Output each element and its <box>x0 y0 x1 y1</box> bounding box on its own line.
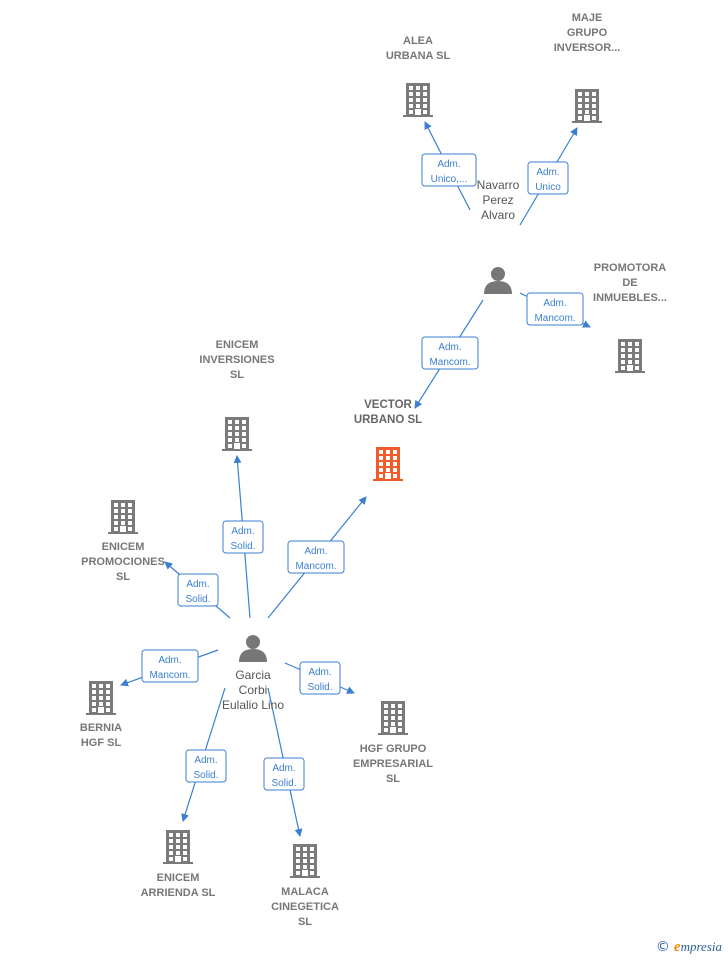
edge-label-line-0: Adm. <box>536 167 559 178</box>
edge-label-line-1: Solid. <box>230 541 255 552</box>
maje-label-line-0: MAJE <box>572 12 603 24</box>
navarro-label-line-0: Navarro <box>477 178 520 192</box>
edge-label-line-0: Adm. <box>304 546 327 557</box>
vector-label-line-1: URBANO SL <box>354 414 422 426</box>
vector-label-line-0: VECTOR <box>364 399 412 411</box>
edge-label-line-0: Adm. <box>438 342 461 353</box>
edge-label-garcia-to-bernia[interactable]: Adm. Mancom. <box>141 649 199 683</box>
enicem_inv-label-line-0: ENICEM <box>216 339 259 351</box>
brand-initial: e <box>673 939 681 955</box>
enicem_arr-label-line-0: ENICEM <box>157 872 200 884</box>
promotora-building-icon[interactable] <box>615 339 645 373</box>
maje-label-line-1: GRUPO <box>567 27 608 39</box>
edge-label-line-1: Unico,... <box>431 174 468 185</box>
edge-label-garcia-to-malaca[interactable]: Adm. Solid. <box>263 757 305 791</box>
malaca-label-line-0: MALACA <box>281 886 329 898</box>
enicem_prom-label-line-0: ENICEM <box>102 541 145 553</box>
navarro-label-line-1: Perez <box>482 193 513 207</box>
navarro-label-line-2: Alvaro <box>481 208 515 222</box>
edge-label-line-1: Solid. <box>307 682 332 693</box>
malaca-building-icon[interactable] <box>290 844 320 878</box>
enicem_prom-building-icon[interactable] <box>108 500 138 534</box>
edge-label-line-0: Adm. <box>186 579 209 590</box>
malaca-label-line-1: CINEGETICA <box>271 901 339 913</box>
edge-label-navarro-to-alea[interactable]: Adm. Unico,... <box>421 153 477 187</box>
edge-label-line-1: Mancom. <box>149 670 190 681</box>
edge-label-line-0: Adm. <box>231 526 254 537</box>
edge-label-line-1: Mancom. <box>534 313 575 324</box>
bernia-label-line-1: HGF SL <box>81 737 122 749</box>
edge-label-garcia-to-enicem_arr[interactable]: Adm. Solid. <box>185 749 227 783</box>
edge-label-line-1: Unico <box>535 182 561 193</box>
alea-building-icon[interactable] <box>403 83 433 117</box>
maje-building-icon[interactable] <box>572 89 602 123</box>
alea-label-line-1: URBANA SL <box>386 50 451 62</box>
navarro-person-icon[interactable] <box>484 267 512 294</box>
hgf-label-line-0: HGF GRUPO <box>360 743 427 755</box>
bernia-label-line-0: BERNIA <box>80 722 122 734</box>
promotora-label-line-1: DE <box>622 277 637 289</box>
bernia-building-icon[interactable] <box>86 681 116 715</box>
edge-label-garcia-to-hgf[interactable]: Adm. Solid. <box>299 661 341 695</box>
edge-label-line-0: Adm. <box>272 763 295 774</box>
copyright-icon: © <box>655 939 670 955</box>
edge-label-line-0: Adm. <box>194 755 217 766</box>
edge-label-line-1: Solid. <box>185 594 210 605</box>
garcia-label-line-1: Corbi <box>239 683 268 697</box>
hgf-label-line-1: EMPRESARIAL <box>353 758 433 770</box>
edge-label-line-0: Adm. <box>308 667 331 678</box>
edge-label-garcia-to-enicem_prom[interactable]: Adm. Solid. <box>177 573 219 607</box>
hgf-label-line-2: SL <box>386 773 400 785</box>
edge-label-navarro-to-maje[interactable]: Adm. Unico <box>527 161 569 195</box>
edge-label-garcia-to-enicem_inv[interactable]: Adm. Solid. <box>222 520 264 554</box>
garcia-label-line-2: Eulalio Lino <box>222 698 284 712</box>
enicem_inv-building-icon[interactable] <box>222 417 252 451</box>
brand-logo: ©empresia <box>656 939 722 956</box>
edge-label-line-1: Solid. <box>271 778 296 789</box>
edge-label-navarro-to-vector[interactable]: Adm. Mancom. <box>421 336 479 370</box>
vector-building-icon[interactable] <box>373 447 403 481</box>
edge-label-line-1: Solid. <box>193 770 218 781</box>
edge-label-line-1: Mancom. <box>429 357 470 368</box>
enicem_prom-label-line-2: SL <box>116 571 130 583</box>
hgf-building-icon[interactable] <box>378 701 408 735</box>
edge-label-line-0: Adm. <box>437 159 460 170</box>
brand-name: mpresia <box>680 939 722 954</box>
edge-label-line-0: Adm. <box>543 298 566 309</box>
malaca-label-line-2: SL <box>298 916 312 928</box>
promotora-label-line-0: PROMOTORA <box>594 262 667 274</box>
garcia-label-line-0: Garcia <box>235 668 271 682</box>
edge-label-line-1: Mancom. <box>295 561 336 572</box>
enicem_inv-label-line-2: SL <box>230 369 244 381</box>
edge-label-garcia-to-vector[interactable]: Adm. Mancom. <box>287 540 345 574</box>
promotora-label-line-2: INMUEBLES... <box>593 292 667 304</box>
edge-label-navarro-to-promotora[interactable]: Adm. Mancom. <box>526 292 584 326</box>
alea-label-line-0: ALEA <box>403 35 433 47</box>
edge-label-line-0: Adm. <box>158 655 181 666</box>
enicem_prom-label-line-1: PROMOCIONES <box>81 556 165 568</box>
enicem_arr-label-line-1: ARRIENDA SL <box>141 887 216 899</box>
garcia-person-icon[interactable] <box>239 635 267 662</box>
enicem_inv-label-line-1: INVERSIONES <box>199 354 274 366</box>
maje-label-line-2: INVERSOR... <box>554 42 621 54</box>
enicem_arr-building-icon[interactable] <box>163 830 193 864</box>
